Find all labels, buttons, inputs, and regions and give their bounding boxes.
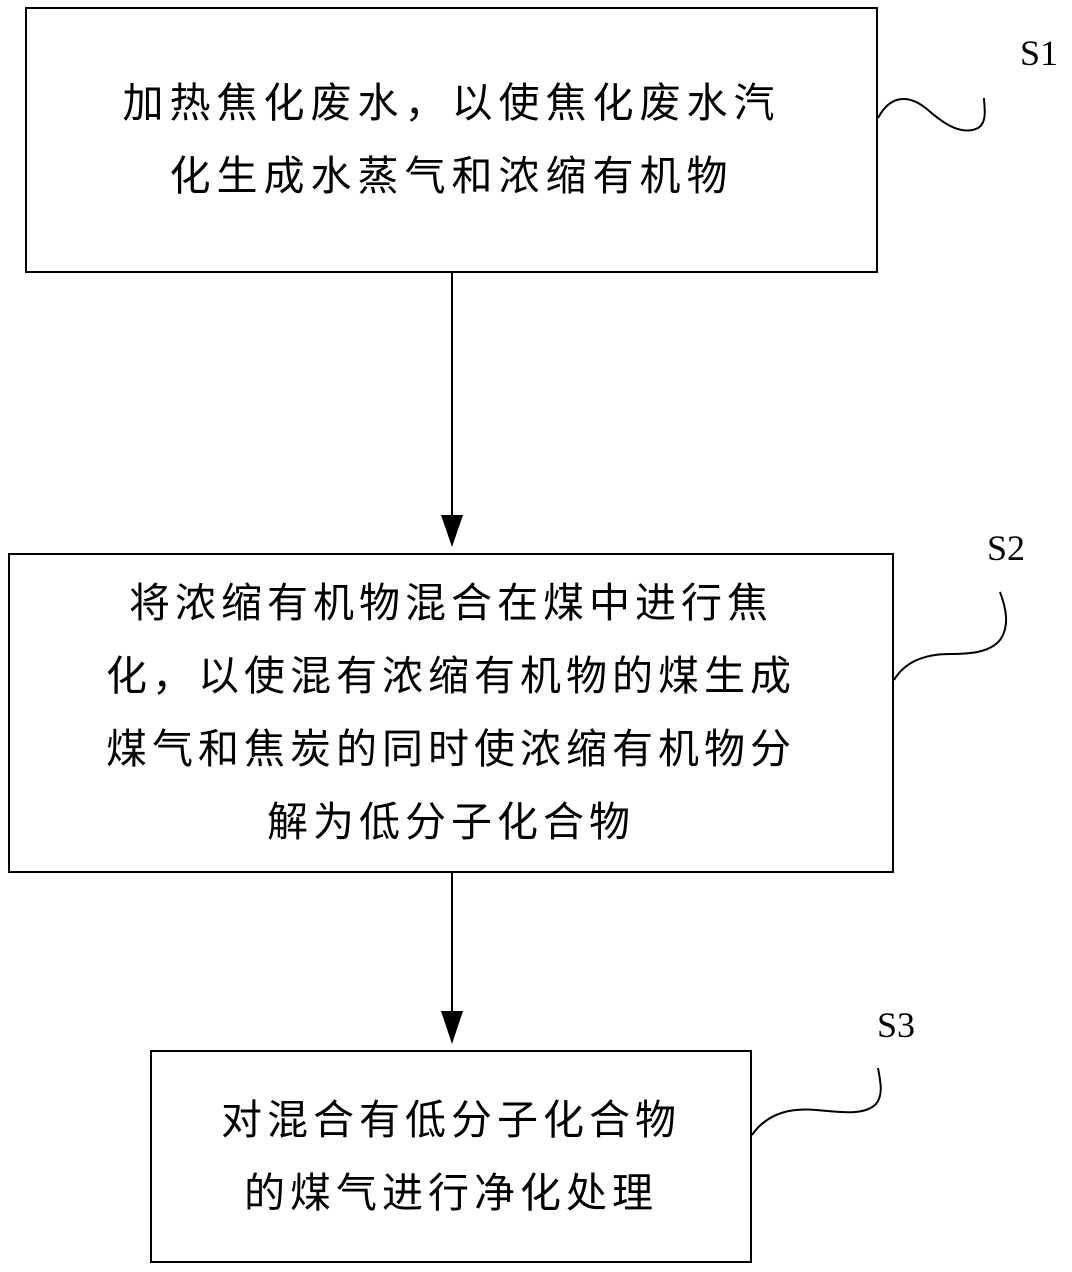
leader-s2 — [893, 591, 1007, 681]
step-text-s2: 将浓缩有机物混合在煤中进行焦 化，以使混有浓缩有机物的煤生成 煤气和焦炭的同时使… — [106, 579, 796, 846]
step-box-s1: 加热焦化废水，以使焦化废水汽 化生成水蒸气和浓缩有机物 — [25, 7, 878, 273]
step-box-s2: 将浓缩有机物混合在煤中进行焦 化，以使混有浓缩有机物的煤生成 煤气和焦炭的同时使… — [8, 553, 894, 873]
leader-s3 — [751, 1067, 882, 1136]
step-label-s1: S1 — [1020, 33, 1059, 73]
step-box-s3: 对混合有低分子化合物 的煤气进行净化处理 — [150, 1050, 752, 1263]
arrow-s2-to-s3-head — [441, 1011, 463, 1044]
leader-s1 — [877, 97, 986, 132]
step-label-s3: S3 — [877, 1005, 916, 1045]
step-label-s2: S2 — [987, 528, 1026, 568]
step-text-s3: 对混合有低分子化合物 的煤气进行净化处理 — [221, 1095, 681, 1217]
arrow-s1-to-s2-head — [441, 515, 463, 547]
step-text-s1: 加热焦化废水，以使焦化废水汽 化生成水蒸气和浓缩有机物 — [122, 79, 781, 200]
